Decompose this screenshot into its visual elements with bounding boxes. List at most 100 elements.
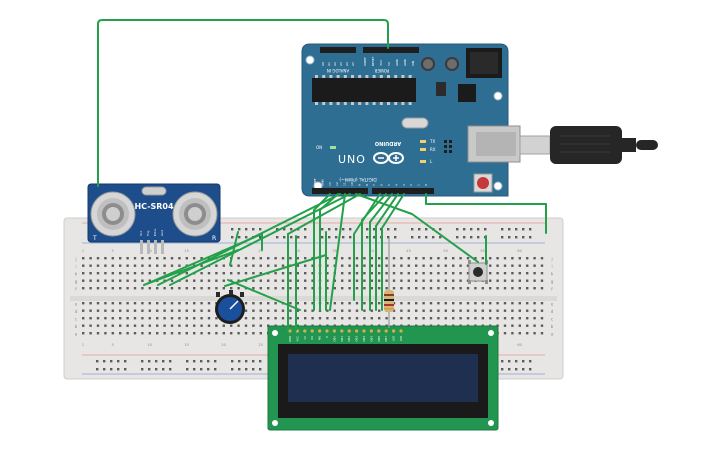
breadboard-hole[interactable] [148,279,151,282]
rail-hole[interactable] [96,360,99,363]
breadboard-hole[interactable] [207,287,211,290]
breadboard-hole[interactable] [252,279,255,282]
rail-hole[interactable] [418,236,421,239]
breadboard-hole[interactable] [126,324,129,327]
breadboard-hole[interactable] [259,257,262,260]
breadboard-hole[interactable] [156,302,159,305]
breadboard-hole[interactable] [207,324,211,327]
breadboard-hole[interactable] [422,257,425,260]
breadboard-hole[interactable] [141,317,144,320]
breadboard-hole[interactable] [133,317,137,320]
usb-cable[interactable] [519,126,658,164]
sensor-pin[interactable] [161,240,164,254]
breadboard-hole[interactable] [511,309,514,312]
wire-arduino-gnd-to-rail[interactable] [425,193,547,234]
breadboard-hole[interactable] [89,279,92,282]
breadboard-hole[interactable] [281,272,285,275]
rail-hole[interactable] [529,228,532,231]
breadboard-hole[interactable] [178,324,181,327]
breadboard-hole[interactable] [82,257,85,260]
rail-hole[interactable] [439,228,442,231]
breadboard-hole[interactable] [326,264,329,267]
breadboard-hole[interactable] [200,324,203,327]
breadboard-hole[interactable] [518,279,521,282]
breadboard-hole[interactable] [185,309,188,312]
rail-hole[interactable] [231,228,234,231]
breadboard-hole[interactable] [452,287,455,290]
rail-hole[interactable] [259,236,262,239]
breadboard-hole[interactable] [437,264,440,267]
breadboard-hole[interactable] [111,264,114,267]
rail-hole[interactable] [335,236,338,239]
lcd-pin[interactable] [347,329,351,333]
rail-hole[interactable] [169,368,172,371]
breadboard-hole[interactable] [540,264,544,267]
breadboard-hole[interactable] [540,279,544,282]
lcd-pin-header[interactable] [288,329,403,333]
breadboard-hole[interactable] [163,257,166,260]
lcd-pin[interactable] [303,329,307,333]
breadboard-hole[interactable] [466,264,470,267]
breadboard-hole[interactable] [429,257,433,260]
breadboard-hole[interactable] [452,272,455,275]
breadboard-hole[interactable] [452,309,455,312]
lcd-pin[interactable] [384,329,388,333]
breadboard-hole[interactable] [400,264,403,267]
breadboard-hole[interactable] [437,309,440,312]
breadboard-hole[interactable] [200,257,203,260]
rail-hole[interactable] [394,228,397,231]
breadboard-hole[interactable] [170,287,174,290]
rail-hole[interactable] [238,360,241,363]
breadboard-hole[interactable] [222,324,225,327]
breadboard-hole[interactable] [326,257,329,260]
breadboard-hole[interactable] [230,264,233,267]
breadboard-hole[interactable] [111,257,114,260]
wire-lcd-db7[interactable] [381,193,405,311]
breadboard-hole[interactable] [415,317,418,320]
breadboard-hole[interactable] [126,279,129,282]
breadboard-hole[interactable] [104,287,107,290]
breadboard-hole[interactable] [96,317,100,320]
breadboard-hole[interactable] [503,309,507,312]
wire-lcd-rs[interactable] [313,193,331,311]
wire-sensor-trig-arduino[interactable] [157,193,341,286]
breadboard-hole[interactable] [104,279,107,282]
breadboard-hole[interactable] [215,324,218,327]
rail-hole[interactable] [252,368,255,371]
breadboard-hole[interactable] [126,257,129,260]
rail-hole[interactable] [110,368,113,371]
breadboard-hole[interactable] [496,302,499,305]
breadboard-hole[interactable] [259,317,262,320]
breadboard-hole[interactable] [104,257,107,260]
wire-sensor-vcc-to-5v[interactable] [97,19,389,187]
rail-hole[interactable] [141,368,144,371]
breadboard-hole[interactable] [89,302,92,305]
breadboard-hole[interactable] [503,302,507,305]
breadboard-hole[interactable] [370,309,373,312]
breadboard-hole[interactable] [111,287,114,290]
breadboard-hole[interactable] [526,287,529,290]
breadboard-hole[interactable] [178,302,181,305]
breadboard-hole[interactable] [415,309,418,312]
lcd-pin[interactable] [310,329,314,333]
breadboard-hole[interactable] [156,324,159,327]
breadboard-hole[interactable] [178,257,181,260]
breadboard-hole[interactable] [200,317,203,320]
breadboard-hole[interactable] [148,317,151,320]
rail-hole[interactable] [169,360,172,363]
breadboard-hole[interactable] [407,279,410,282]
breadboard-hole[interactable] [304,264,307,267]
breadboard-hole[interactable] [96,264,100,267]
breadboard-hole[interactable] [311,279,314,282]
breadboard-hole[interactable] [392,257,396,260]
breadboard-hole[interactable] [526,257,529,260]
breadboard-hole[interactable] [185,272,188,275]
breadboard-hole[interactable] [222,279,225,282]
breadboard-hole[interactable] [511,279,514,282]
breadboard-hole[interactable] [237,324,240,327]
rail-hole[interactable] [501,360,504,363]
breadboard-hole[interactable] [193,324,196,327]
breadboard-hole[interactable] [496,257,499,260]
breadboard-hole[interactable] [89,332,92,335]
breadboard-hole[interactable] [422,279,425,282]
